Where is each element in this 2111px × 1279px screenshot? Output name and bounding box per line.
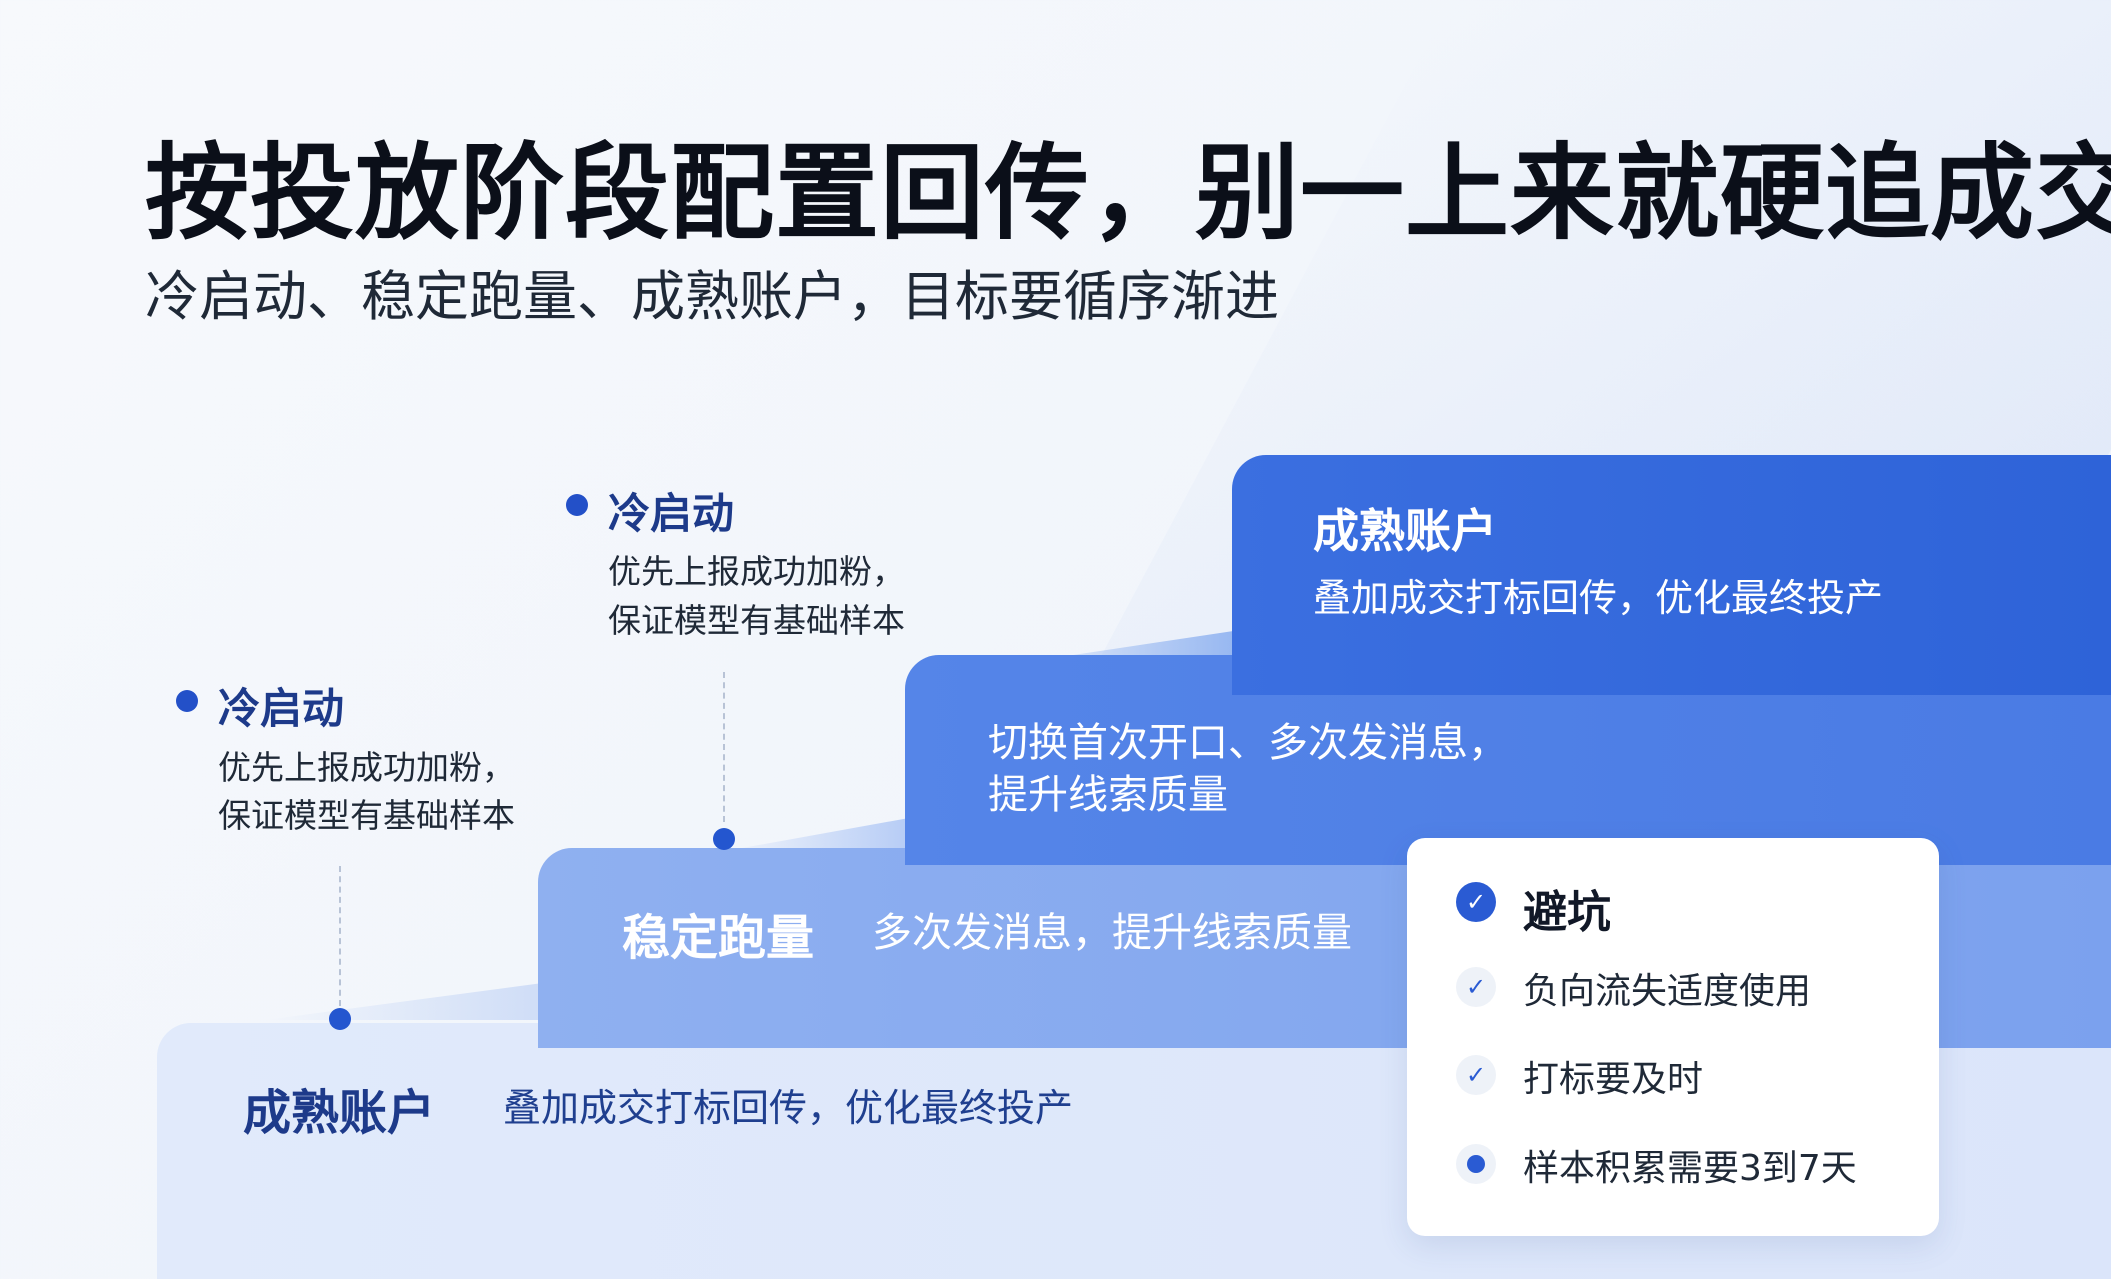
- annotation-title: 冷启动: [218, 684, 345, 733]
- annotation-line: 保证模型有基础样本: [218, 796, 515, 835]
- step-third-desc-line1: 切换首次开口、多次发消息，: [988, 720, 1508, 766]
- pitfall-item: 样本积累需要3到7天: [1523, 1148, 1857, 1189]
- step-top-title: 成熟账户: [1313, 504, 1497, 558]
- annotation-bullet-icon: [566, 494, 588, 516]
- pitfall-item: 负向流失适度使用: [1523, 971, 1812, 1012]
- check-icon: ✓: [1456, 967, 1496, 1007]
- step-top-desc: 叠加成交打标回传，优化最终投产: [1313, 576, 1884, 620]
- annotation-leader-line: [339, 866, 341, 1006]
- step-second-title: 稳定跑量: [622, 910, 815, 966]
- step-base-title: 成熟账户: [243, 1085, 436, 1141]
- step-second-desc: 多次发消息，提升线索质量: [872, 910, 1352, 956]
- pitfall-item: 打标要及时: [1523, 1059, 1704, 1100]
- step-base-desc: 叠加成交打标回传，优化最终投产: [503, 1086, 1074, 1130]
- annotation-title: 冷启动: [608, 489, 735, 538]
- annotation-anchor-dot: [329, 1008, 351, 1030]
- step-connector-ribbon: [720, 816, 920, 852]
- step-third-desc-line2: 提升线索质量: [988, 772, 1228, 818]
- step-mature-account-top: [1232, 455, 2111, 695]
- step-connector-ribbon: [265, 980, 565, 1020]
- annotation-leader-line: [723, 672, 725, 822]
- annotation-line: 优先上报成功加粉，: [218, 748, 515, 787]
- annotation-line: 优先上报成功加粉，: [608, 552, 905, 591]
- pitfalls-title: 避坑: [1523, 887, 1611, 938]
- page-subtitle: 冷启动、稳定跑量、成熟账户，目标要循序渐进: [145, 265, 1279, 328]
- annotation-bullet-icon: [176, 690, 198, 712]
- check-circle-icon: ✓: [1456, 882, 1496, 922]
- page-title: 按投放阶段配置回传，别一上来就硬追成交: [145, 132, 2111, 254]
- check-icon: ✓: [1456, 1055, 1496, 1095]
- dot-icon: [1456, 1144, 1496, 1184]
- annotation-line: 保证模型有基础样本: [608, 601, 905, 640]
- annotation-anchor-dot: [713, 828, 735, 850]
